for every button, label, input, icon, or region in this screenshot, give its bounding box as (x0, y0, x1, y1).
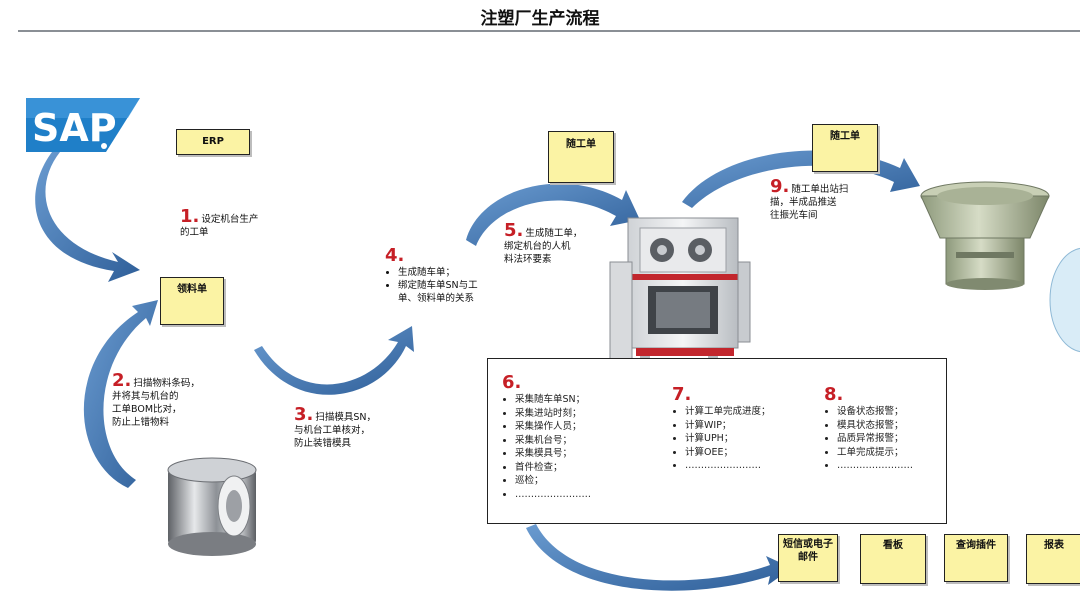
material-slip-doc: 领料单 (160, 277, 224, 325)
output-kanban: 看板 (860, 534, 926, 584)
output-query-plugin: 查询插件 (944, 534, 1008, 582)
arrow-step3-to-step4 (254, 326, 414, 395)
injection-machine-image (609, 217, 751, 402)
output-report: 报表 (1026, 534, 1080, 584)
step-2-line-3: 工单BOM比对， (112, 404, 182, 415)
step-6-item: 采集随车单SN； (515, 393, 632, 407)
arrow-sap-to-material (35, 152, 140, 282)
step-6-item: 巡检； (515, 474, 632, 488)
step-7-item: 计算UPH； (685, 432, 822, 446)
step-7: 7. 计算工单完成进度； 计算WIP； 计算UPH； 计算OEE； ………………… (672, 385, 822, 473)
step-2-line-2: 并将其与机台的 (112, 391, 179, 402)
step-3-number: 3. (294, 404, 314, 425)
feeder-bowl-image (920, 181, 1050, 290)
step-8-item: 工单完成提示； (837, 446, 944, 460)
step-2: 2.扫描物料条码， 并将其与机台的 工单BOM比对， 防止上错物料 (112, 372, 232, 429)
steel-coil-image (167, 457, 257, 556)
step-8-item: 模具状态报警； (837, 419, 944, 433)
sap-logo (26, 98, 140, 152)
step-8: 8. 设备状态报警； 模具状态报警； 品质异常报警； 工单完成提示； ……………… (824, 385, 944, 473)
step-6-item: …………………… (515, 488, 632, 502)
step-6-number: 6. (502, 372, 522, 393)
step-8-item: 品质异常报警； (837, 432, 944, 446)
flow-card-doc-1: 随工单 (548, 131, 614, 183)
step-3-line-1: 扫描模具SN， (315, 412, 377, 423)
step-3-line-2: 与机台工单核对， (294, 425, 371, 436)
step-4: 4. 生成随车单； 绑定随车单SN与工单、领料单的关系 (385, 246, 485, 305)
step-4-number: 4. (385, 245, 405, 266)
step-2-number: 2. (112, 370, 132, 391)
step-5-line-1: 生成随工单， (525, 228, 583, 239)
arrow-step4-to-step5 (466, 183, 640, 246)
step-6-item: 采集操作人员； (515, 420, 632, 434)
step-8-item: 设备状态报警； (837, 405, 944, 419)
arrow-panel-to-outputs (526, 524, 792, 591)
step-6-item: 采集机台号； (515, 434, 632, 448)
flow-card-doc-2: 随工单 (812, 124, 878, 172)
step-1-line-2: 的工单 (180, 227, 209, 238)
step-9-line-3: 往振光车间 (770, 210, 818, 221)
step-1-line-1: 设定机台生产 (201, 214, 259, 225)
step-4-item: 生成随车单； (398, 266, 485, 279)
step-3: 3.扫描模具SN， 与机台工单核对， 防止装错模具 (294, 406, 414, 450)
sap-logo-text: SAP (32, 106, 117, 150)
step-3-line-3: 防止装错模具 (294, 438, 352, 449)
arrow-coil-to-material (83, 300, 158, 488)
step-8-item: …………………… (837, 459, 944, 473)
step-6-item: 首件检查； (515, 461, 632, 475)
operator-figure-partial (1049, 247, 1080, 353)
step-6-item: 采集进站时刻； (515, 407, 632, 421)
step-2-line-1: 扫描物料条码， (133, 378, 200, 389)
step-5-line-3: 料法环要素 (504, 254, 552, 265)
step-9-line-1: 随工单出站扫 (791, 184, 849, 195)
step-1-number: 1. (180, 206, 200, 227)
step-8-number: 8. (824, 384, 844, 405)
page-title: 注塑厂生产流程 (480, 9, 600, 29)
output-sms-email: 短信或电子邮件 (778, 534, 838, 582)
step-5: 5.生成随工单， 绑定机台的人机 料法环要素 (504, 222, 614, 266)
step-2-line-4: 防止上错物料 (112, 417, 170, 428)
data-collection-panel: 6. 采集随车单SN； 采集进站时刻； 采集操作人员； 采集机台号； 采集模具号… (487, 358, 947, 524)
step-7-item: 计算WIP； (685, 419, 822, 433)
step-7-item: 计算OEE； (685, 446, 822, 460)
step-4-item: 绑定随车单SN与工单、领料单的关系 (398, 279, 485, 305)
step-1: 1.设定机台生产 的工单 (180, 208, 290, 239)
step-7-item: 计算工单完成进度； (685, 405, 822, 419)
title-divider (18, 30, 1080, 32)
step-9: 9.随工单出站扫 描，半成品推送 往振光车间 (770, 178, 890, 222)
step-5-number: 5. (504, 220, 524, 241)
step-7-number: 7. (672, 384, 692, 405)
step-9-line-2: 描，半成品推送 (770, 197, 837, 208)
step-6: 6. 采集随车单SN； 采集进站时刻； 采集操作人员； 采集机台号； 采集模具号… (502, 373, 632, 501)
step-9-number: 9. (770, 176, 790, 197)
step-7-item: …………………… (685, 459, 822, 473)
erp-note: ERP (176, 129, 250, 155)
step-6-item: 采集模具号； (515, 447, 632, 461)
step-5-line-2: 绑定机台的人机 (504, 241, 571, 252)
